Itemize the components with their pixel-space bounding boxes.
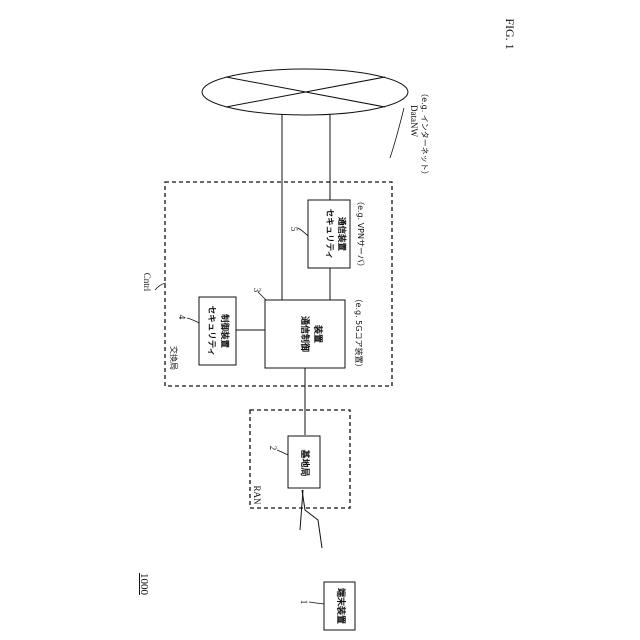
security-comm-label-1: セキュリティ xyxy=(323,203,335,265)
terminal-label: 端末装置 xyxy=(333,581,347,631)
ran-group-label: RAN xyxy=(251,480,263,510)
security-control-label-2: 制御装置 xyxy=(218,300,230,362)
terminal-ref: 1 xyxy=(298,596,310,608)
security-comm-example: （e.g. VPNサーバ） xyxy=(354,194,366,274)
comm-control-label-2: 装置 xyxy=(310,303,324,365)
security-comm-label-2: 通信装置 xyxy=(335,203,347,265)
comm-control-ref: 3 xyxy=(251,284,263,296)
cntrl-group-label: 交換局 xyxy=(167,341,179,375)
base-station-ref: 2 xyxy=(267,442,279,454)
base-station-label: 基地局 xyxy=(297,438,311,488)
comm-control-example: （e.g. 5Gコア装置） xyxy=(352,285,364,381)
datanw-cloud xyxy=(202,69,408,115)
comm-control-label-1: 通信制御 xyxy=(297,303,311,365)
security-control-label-1: セキュリティ xyxy=(205,300,217,362)
datanw-example: （e.g. インターネット） xyxy=(418,84,430,184)
security-control-ref: 4 xyxy=(176,311,188,323)
figure-label: FIG. 1 xyxy=(502,14,518,54)
cntrl-ref-label: Cntrl xyxy=(141,267,153,297)
wireless-link-icon xyxy=(302,490,322,548)
system-ref-label: 1000 xyxy=(137,566,151,602)
security-comm-ref: 5 xyxy=(288,223,300,235)
